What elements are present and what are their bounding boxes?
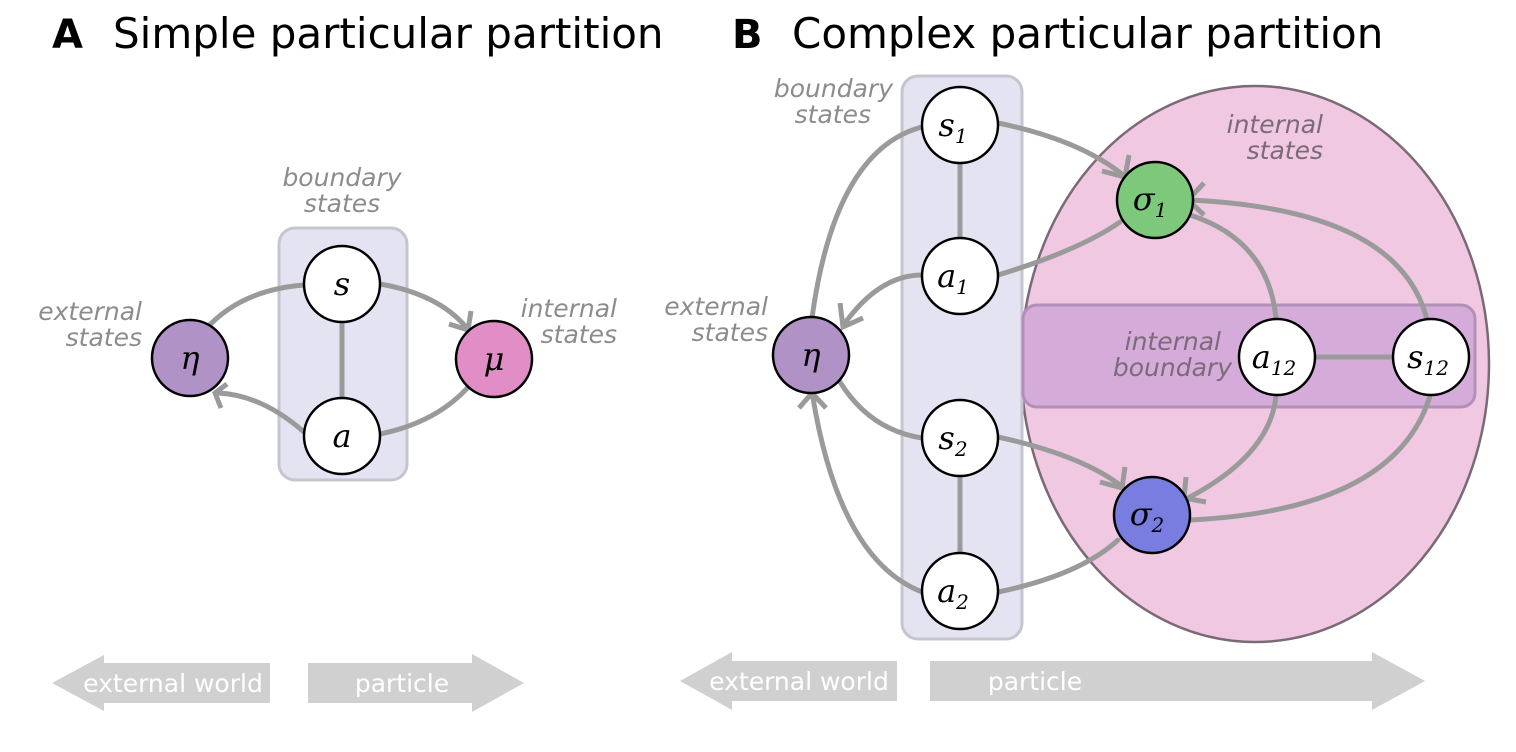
panel-a-external-label-1: external [38,297,142,326]
panel-b-internal-boundary-label-1: internal [1125,327,1221,356]
svg-text:σ1: σ1 [1133,180,1168,222]
svg-text:η: η [801,336,820,374]
panel-a-boundary-label-2: states [304,189,380,218]
panel-a-boundary-label-1: boundary [282,163,402,192]
node-label: a [937,257,956,295]
panel-a-edge-a-eta [215,390,307,435]
panel-a-arrowhead-eta [211,382,229,409]
panel-b-edge-eta-s2 [837,379,925,441]
panel-b-edge-a12-sigma2 [1185,393,1279,501]
panel-b-arrowhead-sigma2-left [1099,466,1128,492]
panel-b-boundary-label-2: states [795,100,871,129]
svg-text:a1: a1 [937,257,969,299]
node-subscript: 12 [1423,356,1448,380]
node-label: a [332,417,351,455]
svg-text:η: η [180,339,199,377]
panel-a-internal-label-2: states [541,320,617,349]
panel-b-title: Complex particular partition [792,9,1383,58]
node-subscript: 1 [1155,198,1168,222]
node-label: σ [1133,180,1156,218]
panel-b-particle-label: particle [988,667,1082,696]
svg-text:s1: s1 [938,106,967,148]
node-label: a [1252,338,1271,376]
panel-b-node-s2: s2 [920,398,1000,478]
panel-b-node-sigma2: σ2 [1112,475,1192,555]
svg-text:a: a [332,417,351,455]
panel-b-edge-sigma1-a1 [995,219,1123,278]
panel-b-edge-s12-sigma1 [1187,197,1430,323]
panel-a-edge-a-mu [377,382,473,437]
panel-b-external-world-arrow [680,652,897,710]
panel-a-node-eta: η [150,318,230,398]
node-label: s [938,106,954,144]
panel-a-edge-s-eta [202,282,307,333]
node-label: σ [1130,495,1153,533]
panel-b-edge-s1-eta [809,124,925,321]
node-subscript: 12 [1271,356,1296,380]
panel-b-edge-s1-sigma1 [995,120,1126,178]
panel-a-external-world-label: external world [83,669,263,698]
panel-b-node-eta: η [771,315,851,395]
node-label: s [334,265,350,303]
panel-a-node-s: s [302,244,382,324]
panel-a: A Simple particular partition boundary s… [38,9,664,712]
svg-text:μ: μ [484,340,505,378]
panel-b-external-label-1: external [664,292,768,321]
panel-b-internal-boundary-label-2: boundary [1113,353,1233,382]
panel-a-node-a: a [302,396,382,476]
panel-b-edge-a1-eta [842,272,925,326]
panel-b-edge-a2-eta [810,395,925,595]
node-subscript: 1 [955,124,968,148]
node-label: η [801,336,820,374]
panel-b-external-world-label: external world [709,667,889,696]
panel-a-letter: A [52,12,83,58]
panel-b-letter: B [732,12,763,58]
panel-b-internal-label-2: states [1247,136,1323,165]
svg-text:σ2: σ2 [1130,495,1165,537]
svg-text:a2: a2 [937,572,969,614]
svg-text:s: s [334,265,350,303]
panel-a-particle-label: particle [355,669,449,698]
panel-a-edge-s-mu [377,281,469,330]
panel-b-node-a1: a1 [920,236,1000,316]
node-label: η [180,339,199,377]
node-label: s [1407,338,1423,376]
node-subscript: 1 [956,275,969,299]
panel-b-node-sigma1: σ1 [1115,160,1195,240]
node-subscript: 2 [1151,513,1165,537]
svg-text:s2: s2 [938,419,967,461]
panel-a-particle-arrow [308,654,524,712]
node-subscript: 2 [954,437,968,461]
panel-b-particle-arrow [930,652,1425,710]
svg-text:s12: s12 [1407,338,1449,380]
panel-a-internal-label-1: internal [521,294,617,323]
panel-b-node-a2: a2 [920,551,1000,631]
panel-b-boundary-label-1: boundary [774,74,894,103]
panel-b-edge-s12-sigma2 [1187,393,1433,523]
node-subscript: 2 [955,590,969,614]
panel-b-edge-sigma1-a12 [1187,212,1279,321]
panel-a-node-mu: μ [454,319,534,399]
panel-b-arrowhead-eta-upper [837,302,865,331]
panel-b-node-a12: a12 [1237,317,1317,397]
panel-a-title: Simple particular partition [113,9,664,58]
svg-text:a12: a12 [1252,338,1297,380]
panel-a-external-world-arrow [52,655,270,711]
panel-a-external-label-2: states [66,323,142,352]
node-label: a [937,572,956,610]
node-label: μ [484,340,505,378]
panel-b-edge-sigma2-a2 [995,537,1121,595]
panel-b-node-s1: s1 [920,85,1000,165]
panel-b-external-label-2: states [692,318,768,347]
panel-b-node-s12: s12 [1391,317,1471,397]
panel-b: B Complex particular partition boundary … [664,9,1491,710]
node-label: s [938,419,954,457]
panel-b-edge-s2-sigma2 [995,434,1123,488]
panel-b-internal-label-1: internal [1227,110,1323,139]
